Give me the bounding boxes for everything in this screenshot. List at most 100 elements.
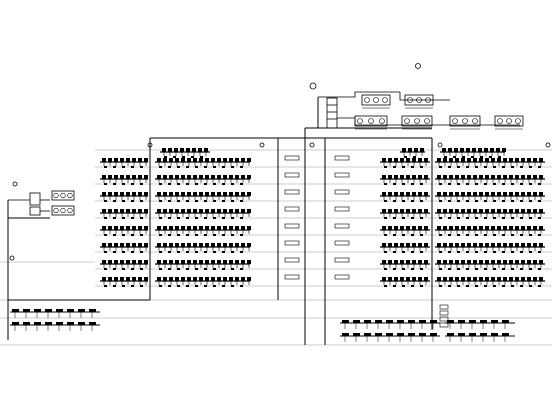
terminal-unit (412, 158, 416, 162)
valve-icon (177, 285, 180, 287)
valve-icon (186, 268, 189, 270)
terminal-unit (418, 260, 422, 264)
terminal-unit (175, 243, 179, 247)
terminal-unit (126, 226, 130, 230)
terminal-unit (406, 277, 410, 281)
valve-icon (502, 268, 505, 270)
terminal-unit (193, 260, 197, 264)
terminal-unit (235, 277, 239, 281)
basement-unit (67, 309, 74, 312)
valve-icon (457, 234, 460, 236)
terminal-unit (455, 226, 459, 230)
valve-icon (402, 200, 405, 202)
fan-icon (357, 118, 363, 124)
valve-icon (177, 200, 180, 202)
terminal-unit (533, 243, 537, 247)
valve-icon (140, 217, 143, 219)
terminal-unit (449, 260, 453, 264)
valve-icon (191, 156, 194, 158)
left-tower-row-a (100, 209, 148, 219)
roof-unit-body (361, 94, 391, 106)
valve-icon (502, 285, 505, 287)
terminal-unit (454, 148, 458, 152)
fan-icon (67, 207, 73, 214)
roof-unit (404, 94, 434, 109)
terminal-unit (114, 260, 118, 264)
valve-icon (104, 183, 107, 185)
terminal-unit (509, 226, 513, 230)
roof-unit-body (449, 115, 481, 127)
terminal-unit (388, 226, 392, 230)
terminal-unit (414, 148, 418, 152)
valve-icon (420, 234, 423, 236)
right-basement-row-d (445, 333, 515, 342)
left-tower-row-a (100, 260, 148, 270)
terminal-unit (515, 175, 519, 179)
terminal-unit (406, 209, 410, 213)
valve-icon (471, 156, 474, 158)
terminal-unit (193, 158, 197, 162)
valve-icon (529, 285, 532, 287)
basement-unit (469, 320, 476, 323)
fan-icon (506, 118, 512, 124)
valve-icon (204, 217, 207, 219)
fan-icon (382, 97, 388, 103)
terminal-unit (223, 226, 227, 230)
terminal-unit (461, 209, 465, 213)
valve-icon (393, 200, 396, 202)
terminal-unit (187, 277, 191, 281)
terminal-unit (211, 158, 215, 162)
valve-icon (439, 200, 442, 202)
valve-icon (231, 268, 234, 270)
terminal-unit (199, 226, 203, 230)
fan-icon (414, 118, 420, 124)
terminal-unit (479, 158, 483, 162)
terminal-unit (503, 277, 507, 281)
terminal-unit (211, 277, 215, 281)
terminal-unit (485, 243, 489, 247)
terminal-unit (163, 175, 167, 179)
valve-icon (195, 251, 198, 253)
valve-icon (104, 217, 107, 219)
basement-unit (12, 322, 19, 325)
valve-icon (140, 200, 143, 202)
basement-unit (447, 320, 454, 323)
valve-icon (511, 183, 514, 185)
terminal-unit (247, 260, 251, 264)
terminal-unit (205, 175, 209, 179)
left-unit-body (51, 190, 75, 201)
basement-unit (430, 333, 437, 336)
valve-icon (177, 166, 180, 168)
terminal-unit (400, 192, 404, 196)
terminal-unit (473, 260, 477, 264)
terminal-unit (126, 158, 130, 162)
terminal-unit (169, 209, 173, 213)
fan-icon (60, 207, 66, 214)
terminal-unit (479, 209, 483, 213)
terminal-unit (175, 175, 179, 179)
terminal-unit (467, 175, 471, 179)
tap-box (334, 172, 350, 178)
valve-icon (140, 183, 143, 185)
terminal-unit (108, 209, 112, 213)
terminal-unit (448, 148, 452, 152)
basement-unit (89, 309, 96, 312)
terminal-unit (437, 158, 441, 162)
terminal-unit (199, 260, 203, 264)
valve-icon (411, 183, 414, 185)
valve-icon (131, 268, 134, 270)
terminal-unit (217, 226, 221, 230)
valve-icon (466, 268, 469, 270)
terminal-unit (229, 260, 233, 264)
valve-icon (186, 234, 189, 236)
terminal-unit (169, 226, 173, 230)
valve-icon (195, 217, 198, 219)
terminal-unit (527, 209, 531, 213)
valve-icon (140, 166, 143, 168)
tap-box (284, 223, 300, 229)
valve-icon (168, 166, 171, 168)
valve-icon (213, 268, 216, 270)
valve-icon (113, 166, 116, 168)
terminal-unit (157, 243, 161, 247)
right-tower-row-a (380, 158, 430, 168)
